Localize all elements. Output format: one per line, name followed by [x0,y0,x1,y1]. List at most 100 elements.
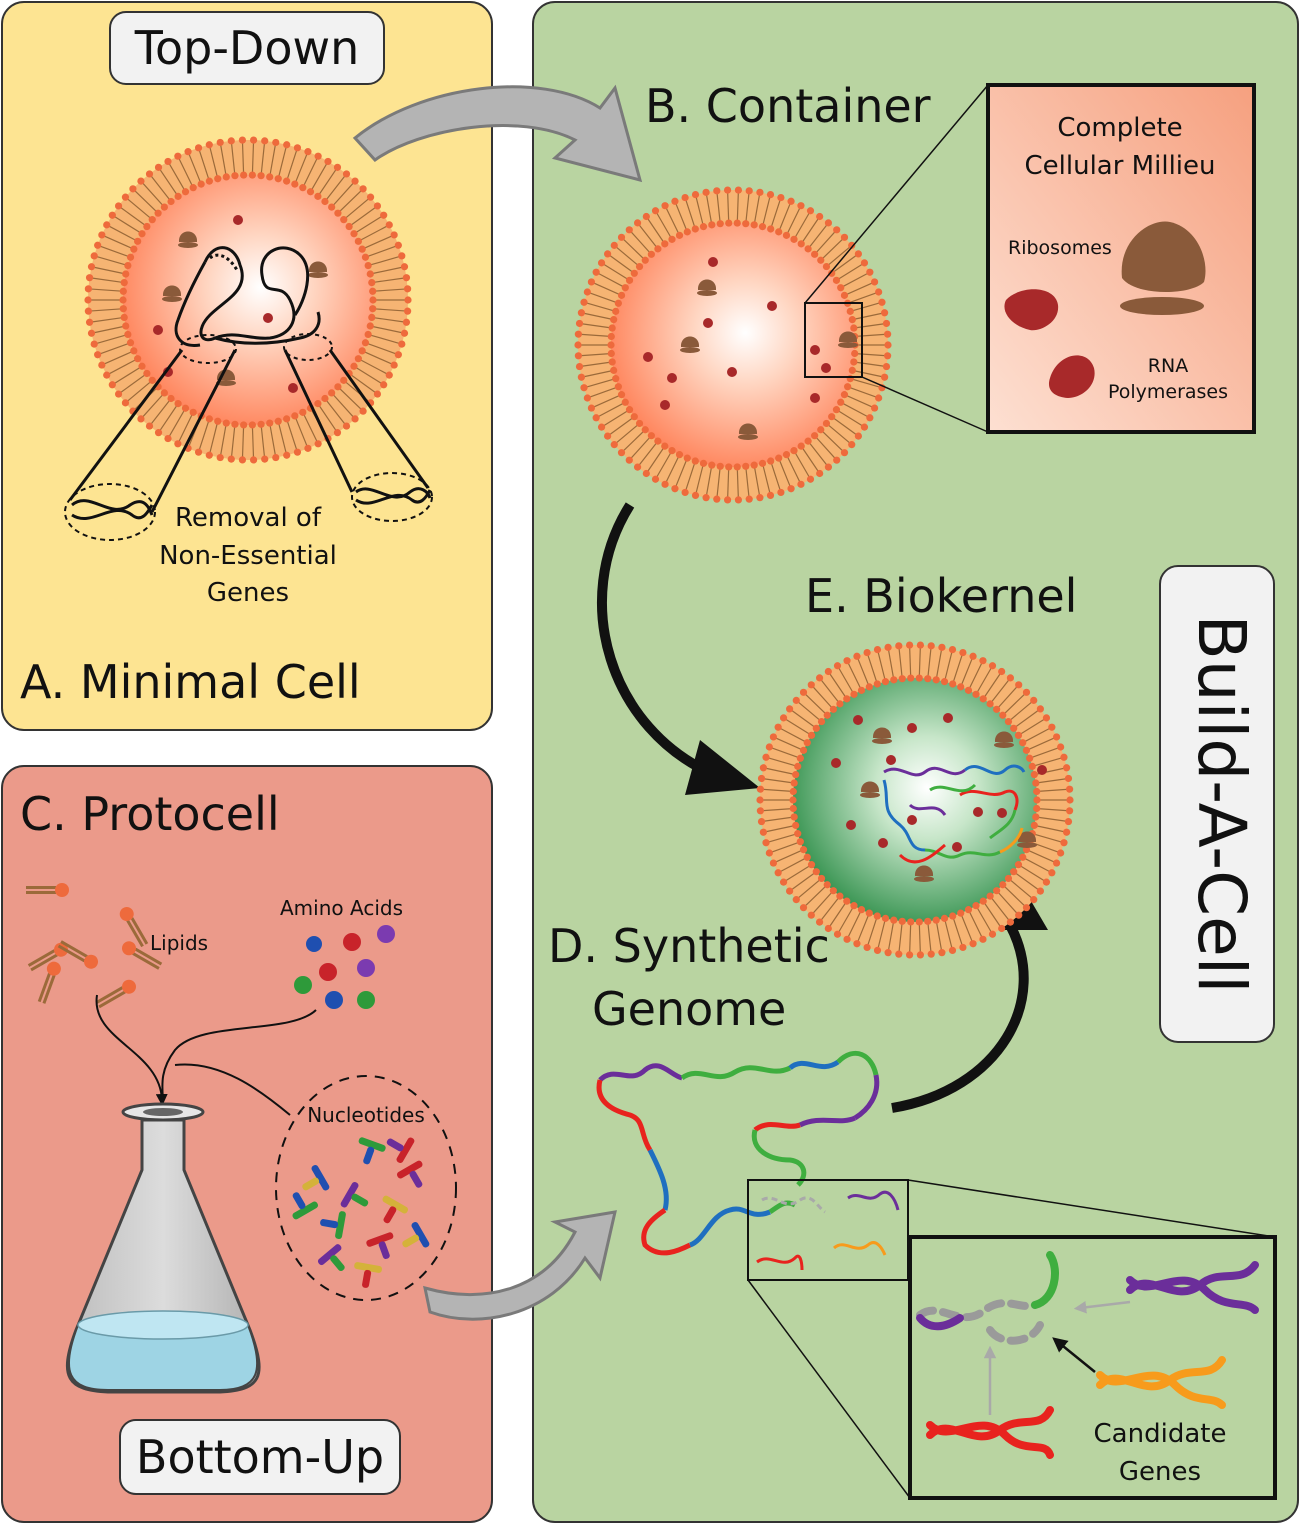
lipid-head [248,421,256,429]
lipid-head [797,202,805,210]
lipid-head [882,362,891,371]
lipid-tail [630,437,650,459]
lipid-head [807,861,816,869]
lipid-head [1064,774,1073,783]
lipid-head [938,643,946,651]
lipid-head [654,245,662,253]
lipid-head [227,455,235,463]
lipid-head [777,488,785,497]
lipid-head [314,440,322,448]
nucleotide-bar [366,1232,394,1247]
lipid-head [119,287,127,295]
lipid-head [807,731,816,739]
lipid-tail [898,924,903,952]
lipid-tail [92,317,122,323]
lipid-tail [260,427,266,457]
lipid-head [702,494,710,502]
lipid-tail [100,245,128,257]
lipid-head [988,930,997,938]
lipid-tail [833,417,857,435]
lipid-head [875,288,883,296]
lipid-tail [142,394,163,418]
lipid-head [884,352,892,360]
panel-e-title: E. Biokernel [805,569,1077,623]
lipid-head [765,849,773,857]
lipid-head [174,152,182,160]
removal-label-line3: Genes [207,578,289,608]
lipid-tail [764,778,792,784]
lipid-tail [356,367,382,384]
nucleotide [292,1192,319,1220]
lipid-head [369,296,377,304]
lipid-head [940,678,949,686]
lipid-tail [120,374,145,393]
lipid-tail [820,679,839,702]
polymerase [973,807,983,817]
lipid-tail [771,747,798,758]
lipid-head [843,935,851,943]
lipid-head [758,459,767,467]
ribosome-small-subunit [308,272,328,278]
lipid-head [790,235,798,243]
lipid-head [840,291,849,299]
lipid-head [214,175,222,183]
lipid-tail [278,424,287,453]
lipid-tail [603,410,628,427]
lipid-head [792,896,800,904]
lipid-head [757,774,766,783]
lipid-head [1006,918,1015,926]
nucleotide [302,1164,330,1191]
polymerase [233,215,243,225]
lipid-head [124,261,132,270]
polymerase [846,820,856,830]
lipid-head [999,881,1007,889]
polymerase [263,313,273,323]
lipid-head [321,394,329,403]
ribosome [738,423,758,434]
lipid-head [342,422,351,430]
lipid-head [907,918,915,926]
lipid-tail [589,387,616,398]
lipid-head [881,914,890,922]
lipid-tail [57,944,86,963]
lipid-head [1019,853,1027,861]
lipid-head [840,233,849,241]
lipid-head [306,188,315,196]
lipid-head [1064,817,1073,826]
lipid-head [167,394,175,403]
rna-label-line1: RNA [1148,355,1188,377]
lipid-tail [745,193,750,221]
lipid-tail [846,282,873,295]
lipid-head [774,723,782,731]
lipid-tail [976,668,992,693]
lipid-head [94,241,102,249]
lipid-head [1014,861,1023,869]
lipid-head [797,442,805,450]
lipid-tail [647,448,664,472]
lipid-head [130,245,138,253]
lipid-tail [809,443,828,466]
lipid-head [988,662,997,670]
lipid-head [875,394,883,402]
lipid-head [574,352,582,360]
lipid-head [789,787,797,796]
lipid-head [272,453,280,462]
lipid-head [1022,688,1031,696]
lipid-head [129,185,137,193]
amino-acids-label: Amino Acids [280,896,403,920]
lipid-tail [295,418,308,446]
lipid-head [364,261,372,270]
lipid-tail [586,302,614,312]
lipid-head [604,432,612,440]
lipid-tail [909,648,912,676]
lipid-head [361,253,370,261]
lipid-head [675,451,684,459]
lipid-tail [794,213,810,238]
candidate-label-line2: Genes [1119,1457,1201,1487]
panel-c-background [1,765,493,1523]
lipid-head [216,453,224,462]
lipid-head [121,399,130,407]
nucleotide [340,1181,369,1208]
nucleotide-stem [330,1255,345,1272]
lipid-head [625,226,633,234]
